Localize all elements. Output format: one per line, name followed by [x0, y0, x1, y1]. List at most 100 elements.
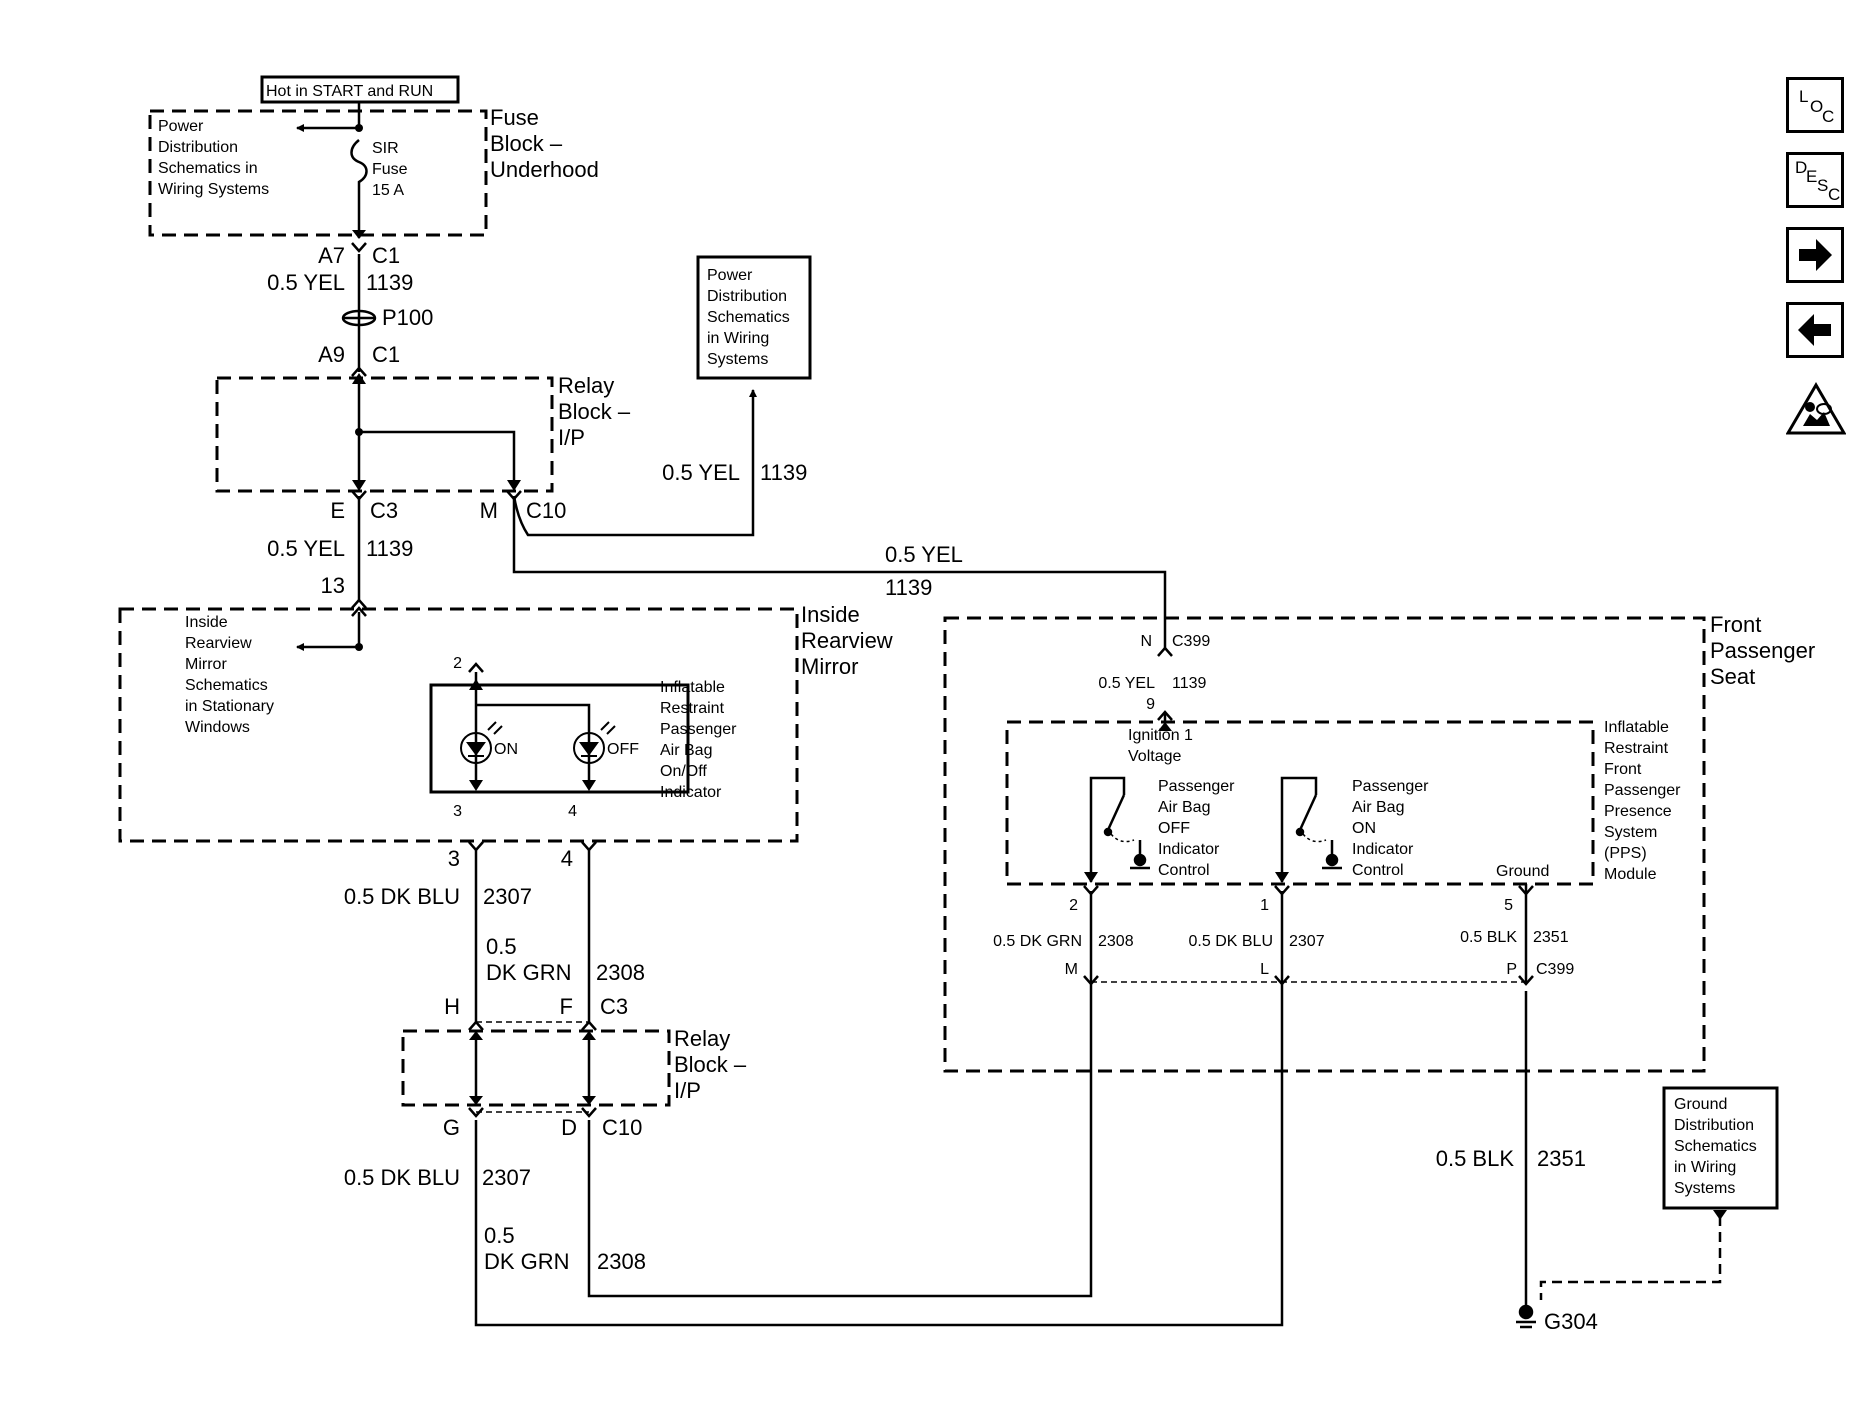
- splice-relay: [355, 428, 363, 436]
- wire-2351-a-color: 0.5 BLK: [1460, 929, 1517, 946]
- hot-in-start-run-box: [260, 75, 460, 104]
- seat-line2: Passenger: [1710, 638, 1815, 663]
- airbag-warning-button[interactable]: [1785, 382, 1847, 436]
- pin-2-pps: 2: [1069, 897, 1078, 914]
- switch-off-icon: [1103, 794, 1150, 870]
- gd-line2: Distribution: [1674, 1117, 1754, 1134]
- next-button[interactable]: [1786, 227, 1844, 283]
- pin-p-c399: P: [1506, 961, 1517, 978]
- wire-2308-a-gauge: 0.5: [486, 934, 517, 959]
- wire-2308-a-num: 2308: [596, 960, 645, 985]
- pin-a9: A9: [318, 342, 345, 367]
- wire-2308-b-gauge: 0.5: [484, 1223, 515, 1248]
- wire-2307-lower[interactable]: [474, 891, 1284, 1327]
- wire-1139-to-pps[interactable]: [512, 496, 1167, 648]
- relay1-line3: I/P: [558, 425, 585, 450]
- relay1-line1: Relay: [558, 373, 614, 398]
- led-off-icon: [573, 721, 616, 764]
- mirror-line2: Rearview: [801, 628, 893, 653]
- conn-mirror-3: [468, 841, 484, 852]
- location-icon-o: O: [1810, 97, 1824, 116]
- arrow-right-icon: [1799, 239, 1832, 271]
- mirror-sch-line5: in Stationary: [185, 698, 274, 715]
- wire-2308-lower[interactable]: [587, 891, 1093, 1298]
- indicator-line2: Restraint: [660, 700, 725, 717]
- conn-f-c3: [581, 1020, 597, 1031]
- pps-line4: Passenger: [1604, 782, 1681, 799]
- hot-start-run-label: Hot in START and RUN: [266, 83, 433, 100]
- arrow-left-icon: [1798, 314, 1831, 346]
- ground-distribution-box[interactable]: [1662, 1086, 1779, 1210]
- conn-mirror-13b: [351, 606, 367, 617]
- location-icon-l: L: [1799, 87, 1809, 106]
- arrow-pps-in: [1158, 722, 1172, 731]
- location-button[interactable]: L O C: [1786, 77, 1844, 133]
- ign-line2: Voltage: [1128, 748, 1181, 765]
- sw-off-line4: Indicator: [1158, 841, 1220, 858]
- previous-button[interactable]: [1786, 302, 1844, 358]
- pin-g: G: [443, 1115, 460, 1140]
- arrow-ind-4: [582, 780, 596, 791]
- seat-line1: Front: [1710, 612, 1761, 637]
- pin-13: 13: [321, 573, 345, 598]
- pin-m-c399: M: [1065, 961, 1078, 978]
- description-button[interactable]: D E S C: [1786, 152, 1844, 208]
- relay-block-lower-box: [401, 1029, 671, 1107]
- pd2-line3: Schematics: [707, 309, 790, 326]
- mirror-sch-line4: Schematics: [185, 677, 268, 694]
- inside-mirror-box: [118, 607, 799, 843]
- fuse-block-line2: Block –: [490, 131, 563, 156]
- wire-1139-d-color: 0.5 YEL: [885, 542, 963, 567]
- indicator-box: [429, 683, 690, 794]
- ground-dist-arrow: [1713, 1210, 1727, 1220]
- pin-3-ind: 3: [453, 803, 462, 820]
- conn-c3-a: C3: [370, 498, 398, 523]
- pps-ground-label: Ground: [1496, 863, 1549, 880]
- arrow-pps-2: [1084, 872, 1098, 883]
- pd2-line2: Distribution: [707, 288, 787, 305]
- fuse-block-line3: Underhood: [490, 157, 599, 182]
- sir-line1: SIR: [372, 140, 399, 157]
- wire-1139-b-color: 0.5 YEL: [662, 460, 740, 485]
- gd-line5: Systems: [1674, 1180, 1735, 1197]
- power-distribution-box-2[interactable]: [696, 255, 812, 380]
- pin-n: N: [1140, 633, 1152, 650]
- wire-ground-dist: [1539, 1216, 1722, 1300]
- pd2-line5: Systems: [707, 351, 768, 368]
- pd2-line4: in Wiring: [707, 330, 769, 347]
- pin-f: F: [560, 994, 573, 1019]
- arrow-ind-3: [469, 780, 483, 791]
- splice-fuse: [355, 124, 363, 132]
- wire-1139-a-num: 1139: [366, 270, 413, 295]
- indicator-line1: Inflatable: [660, 679, 725, 696]
- wire-1139-b-num: 1139: [760, 460, 807, 485]
- airbag-warning-icon: [1785, 382, 1847, 435]
- location-icon-c: C: [1822, 107, 1835, 126]
- arrow-fuse-down: [352, 230, 366, 239]
- relay1-line2: Block –: [558, 399, 631, 424]
- mirror-sch-line3: Mirror: [185, 656, 227, 673]
- description-icon-d: D: [1795, 158, 1808, 177]
- pin-d: D: [561, 1115, 577, 1140]
- led-on-label: ON: [494, 741, 518, 758]
- led-off-label: OFF: [607, 741, 639, 758]
- arrow-relay-out-e: [352, 480, 366, 491]
- wire-2351-b-num: 2351: [1537, 1146, 1586, 1171]
- pin-m: M: [480, 498, 498, 523]
- conn-m-c10: [506, 490, 522, 501]
- wire-indicator-feed: [474, 672, 591, 784]
- wire-2307-c-color: 0.5 DK BLU: [1189, 933, 1273, 950]
- description-icon-e: E: [1806, 167, 1818, 186]
- sw-on-line4: Indicator: [1352, 841, 1414, 858]
- ground-g304-icon: [1516, 1304, 1536, 1329]
- arrow-relay2-g: [469, 1096, 483, 1105]
- pps-line7: (PPS): [1604, 845, 1647, 862]
- pin-e: E: [330, 498, 345, 523]
- sir-fuse-icon: [350, 139, 368, 190]
- seat-line3: Seat: [1710, 664, 1755, 689]
- wire-2307-a-num: 2307: [483, 884, 532, 909]
- wire-1139-a-color: 0.5 YEL: [267, 270, 345, 295]
- conn-n-c399: [1157, 646, 1173, 657]
- pin-a7: A7: [318, 243, 345, 268]
